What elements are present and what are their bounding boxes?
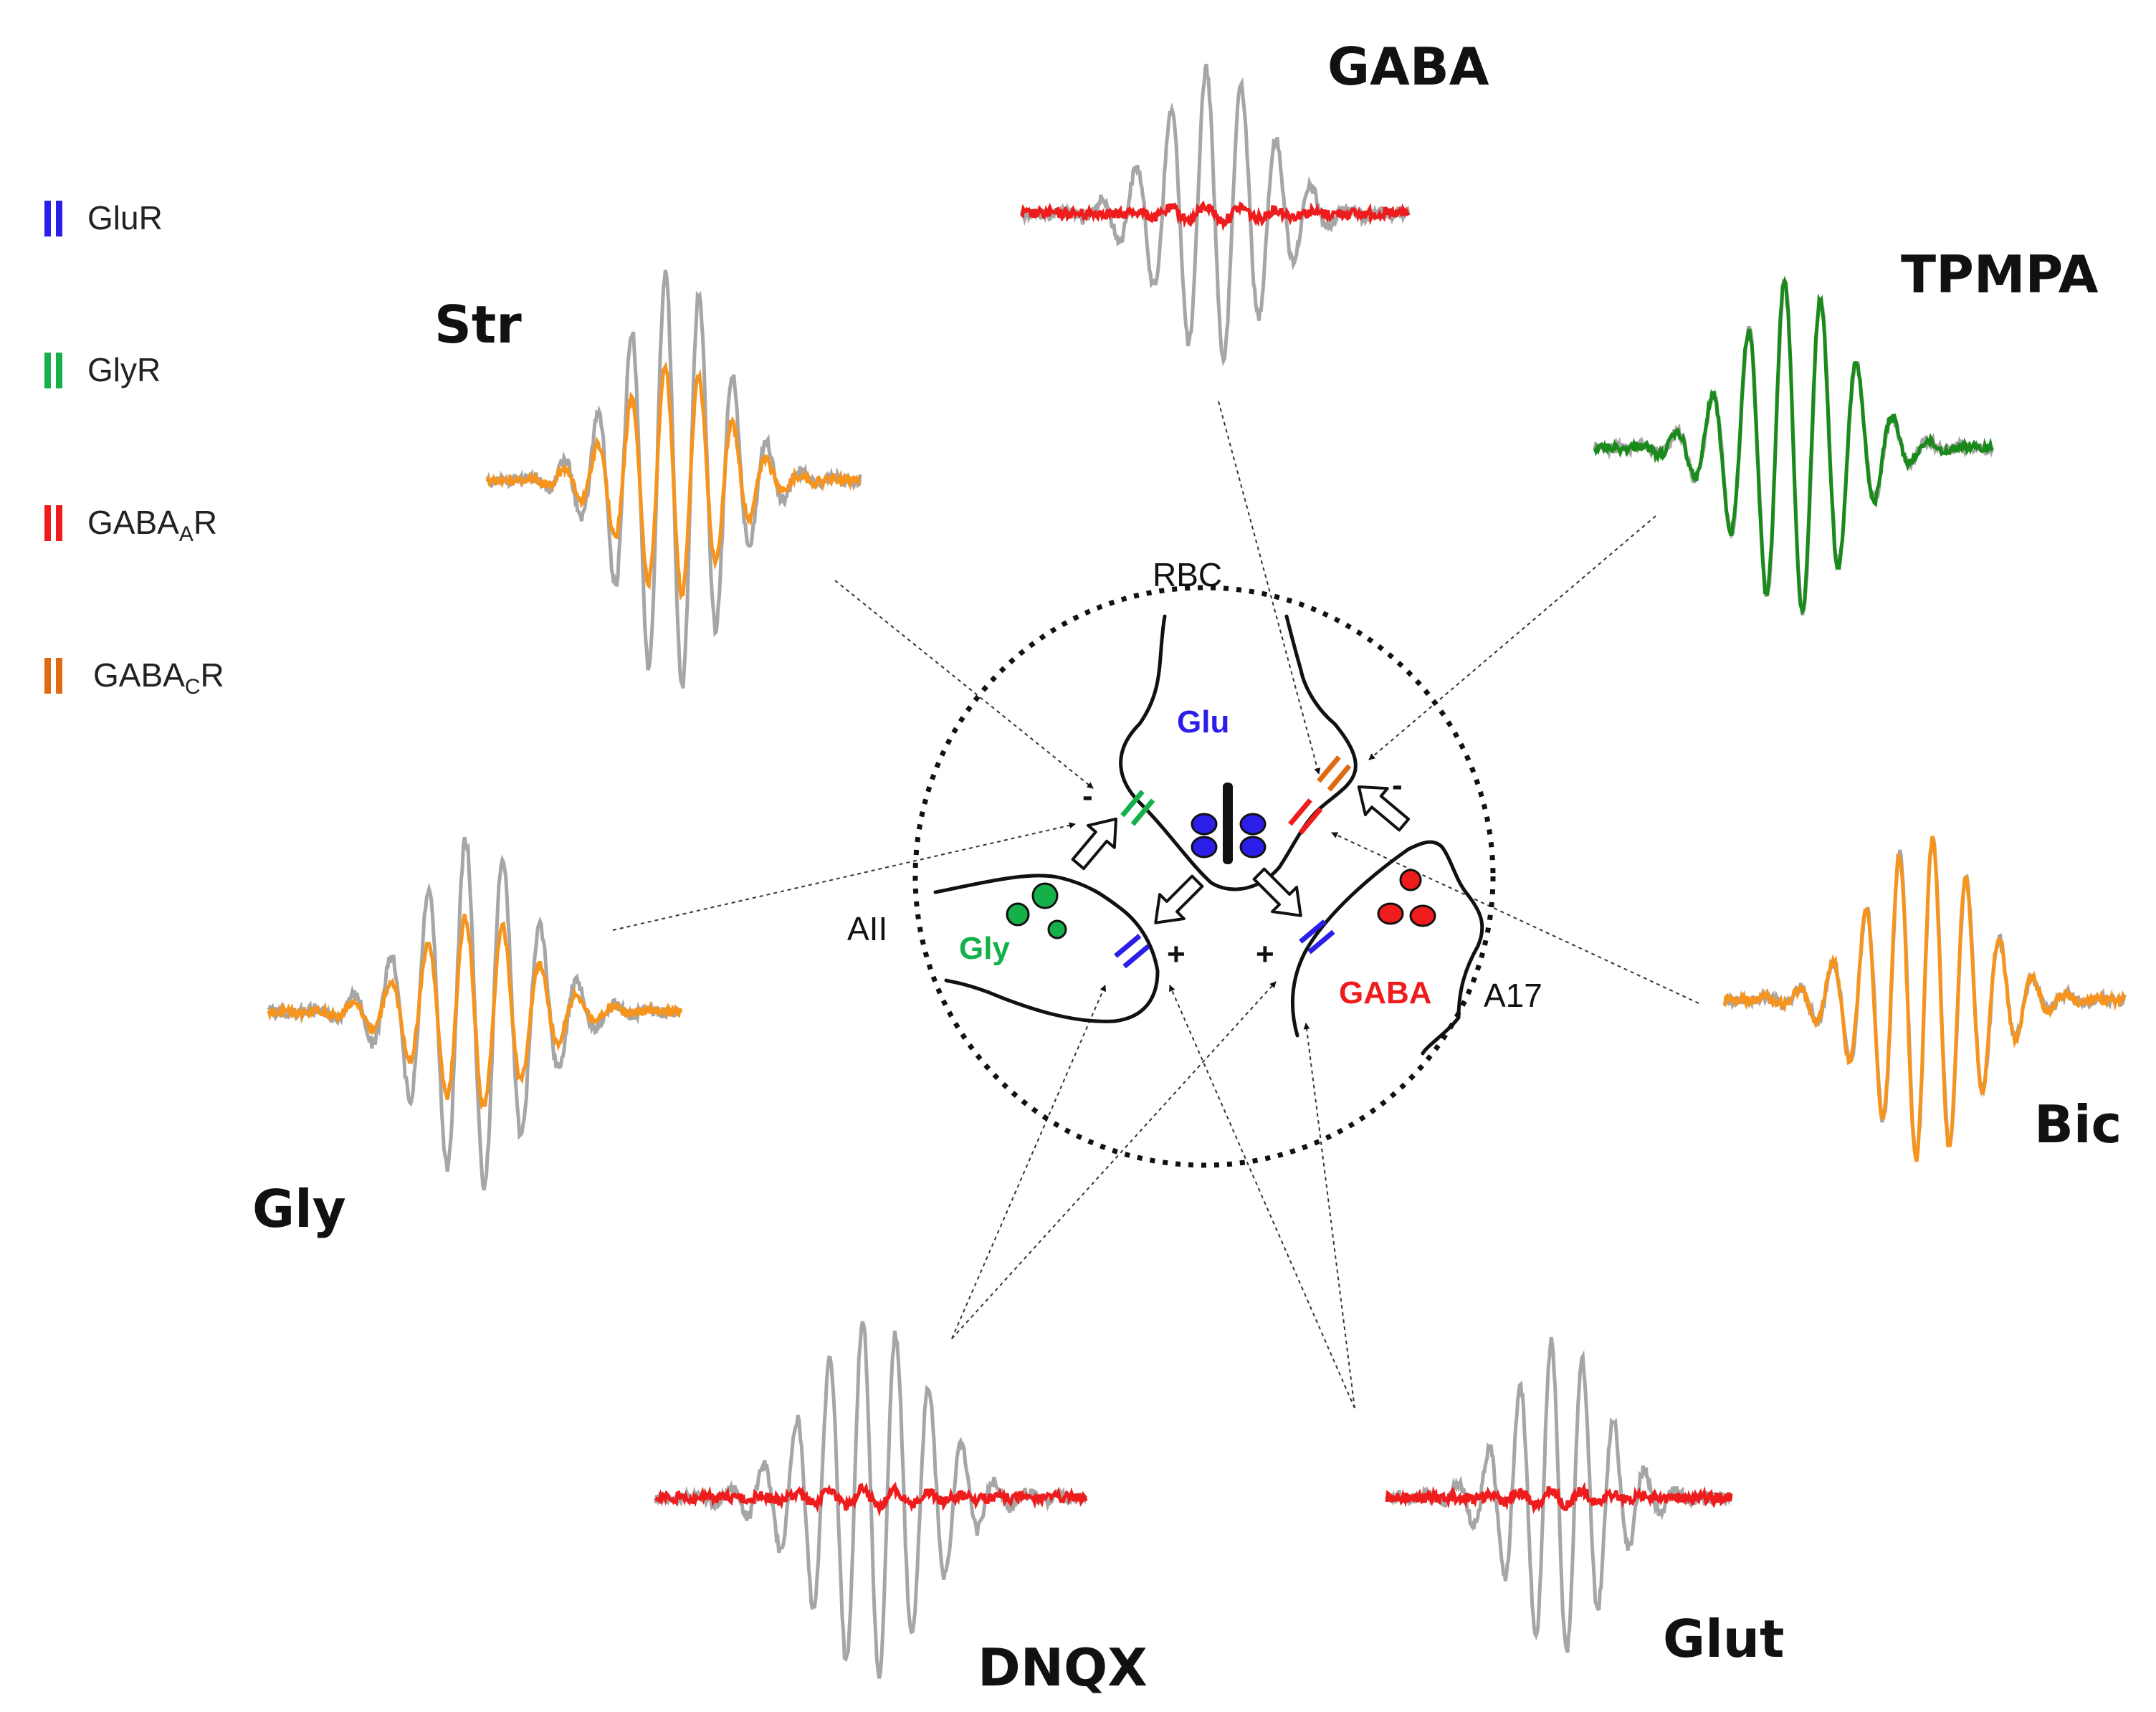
trace-label-bic: Bic: [2034, 1094, 2122, 1154]
cell-label-a17: A17: [1484, 977, 1542, 1014]
trace-tpmpa: [1593, 276, 1995, 616]
nt-label-gly: Gly: [959, 931, 1010, 966]
trace-gly: [267, 836, 683, 1191]
cell-label-rbc: RBC: [1153, 556, 1222, 593]
drug-trace: [1593, 276, 1993, 616]
a17-membrane: [1290, 840, 1484, 1056]
glu-vesicle: [1239, 836, 1267, 859]
legend-item-glur: GluR: [44, 199, 163, 236]
cell-label-aii: AII: [847, 910, 887, 947]
drug-trace: [1020, 200, 1411, 231]
flow-arrow-gaba: [1357, 785, 1411, 832]
gabaar-swatch: [56, 505, 62, 541]
flow-arrow-glu-aii: [1154, 874, 1204, 924]
trace-bic: [1722, 836, 2127, 1162]
glur-receptor-a17: [1299, 919, 1335, 955]
trace-label-str: Str: [434, 295, 522, 355]
trace-label-gaba: GABA: [1327, 37, 1489, 97]
glu-vesicle: [1191, 813, 1218, 836]
svg-text:GABAAR: GABAAR: [87, 504, 217, 546]
glyr-swatch: [56, 353, 62, 388]
legend-item-gabacr: GABACR: [44, 656, 224, 699]
trace-label-glut: Glut: [1663, 1609, 1784, 1669]
pointer-dnqx-1: [951, 985, 1106, 1339]
gaba-vesicle: [1409, 904, 1436, 927]
legend-sub-gabaar: A: [179, 522, 194, 546]
pointer-glut-1: [1169, 985, 1355, 1409]
svg-text:GABACR: GABACR: [93, 656, 224, 699]
gabaar-receptor: [1288, 798, 1323, 835]
gabacr-swatch: [56, 658, 62, 694]
pointer-tpmpa: [1368, 515, 1656, 760]
glyr-receptor: [1120, 790, 1155, 826]
glur-swatch: [56, 201, 62, 236]
glur-swatch: [44, 201, 51, 236]
glyr-swatch: [44, 353, 51, 388]
trace-dnqx: [654, 1321, 1088, 1679]
trace-label-dnqx: DNQX: [978, 1637, 1148, 1698]
gabaar-swatch: [44, 505, 51, 541]
glu-vesicle: [1239, 813, 1267, 836]
glu-vesicle: [1191, 836, 1218, 859]
pointer-lines: [612, 401, 1699, 1409]
legend-suffix-gabacr: R: [201, 656, 224, 694]
gabacr-receptor: [1317, 755, 1352, 792]
drug-trace: [654, 1481, 1088, 1517]
trace-gaba: [1019, 63, 1411, 367]
nt-label-gaba: GABA: [1339, 975, 1432, 1010]
legend-label-glur: GluR: [87, 199, 163, 236]
rbc-membrane: [1119, 614, 1358, 891]
legend-label-glyr: GlyR: [87, 351, 161, 388]
legend-item-gabaar: GABAAR: [44, 504, 217, 546]
sign-plus-a17: +: [1256, 937, 1274, 972]
legend-item-glyr: GlyR: [44, 351, 161, 388]
pointer-dnqx-2: [951, 981, 1277, 1339]
legend-sub-gabacr: C: [185, 675, 201, 699]
sign-plus-aii: +: [1167, 937, 1186, 972]
pointer-gly: [612, 822, 1076, 931]
circuit-diagram: RBC Glu AII Gly A17 GABA: [847, 556, 1542, 1168]
nt-label-glu: Glu: [1177, 704, 1229, 740]
pointer-glut-2: [1303, 1023, 1355, 1409]
trace-str: [485, 269, 862, 689]
ribbon: [1223, 783, 1233, 864]
aii-membrane: [933, 874, 1160, 1023]
trace-glut: [1385, 1336, 1733, 1653]
drug-trace: [267, 914, 683, 1111]
sign-minus-gaba: -: [1392, 767, 1403, 803]
gabacr-swatch: [44, 658, 51, 694]
gly-vesicle: [1006, 902, 1030, 927]
legend: GluR GlyR GABAAR GABACR: [44, 199, 224, 699]
glur-receptor-aii: [1114, 934, 1150, 969]
drug-trace: [1722, 836, 2126, 1162]
gly-vesicle: [1047, 919, 1067, 939]
gly-vesicle: [1031, 882, 1059, 909]
gaba-vesicle: [1377, 902, 1404, 925]
legend-label-gabaar: GABA: [87, 504, 179, 541]
flow-arrow-glu-a17: [1252, 867, 1302, 917]
pointer-gaba: [1218, 401, 1321, 775]
pointer-str: [834, 580, 1094, 789]
flow-arrow-gly: [1071, 817, 1117, 871]
drug-trace: [485, 361, 862, 601]
gaba-vesicle: [1399, 869, 1422, 891]
trace-label-gly: Gly: [252, 1179, 346, 1239]
trace-label-tpmpa: TPMPA: [1901, 244, 2099, 305]
circuit-boundary: [912, 585, 1496, 1168]
sign-minus-gly: -: [1082, 778, 1093, 813]
legend-suffix-gabaar: R: [194, 504, 217, 541]
legend-label-gabacr: GABA: [93, 656, 185, 694]
drug-trace: [1385, 1481, 1733, 1514]
